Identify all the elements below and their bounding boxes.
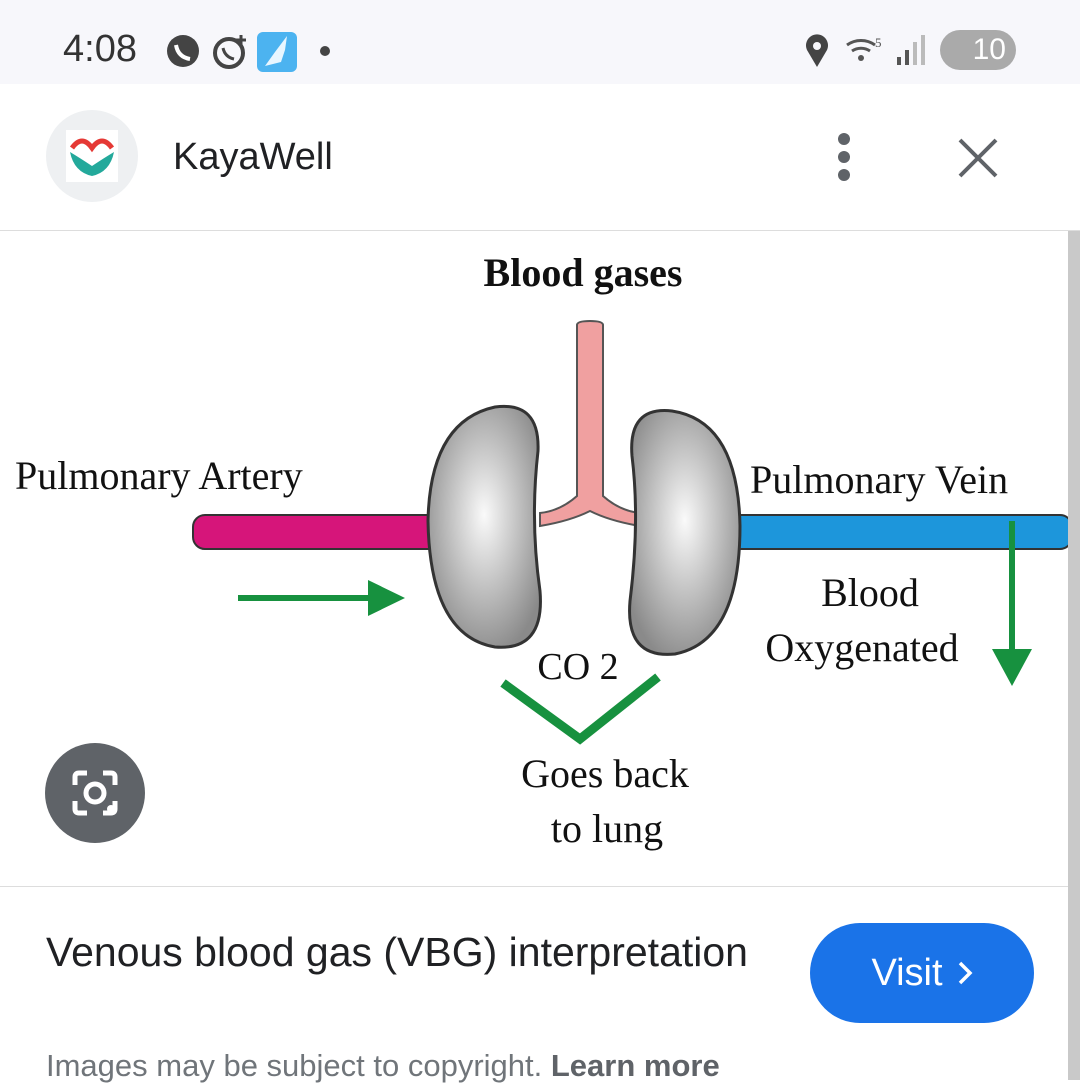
source-header: KayaWell bbox=[0, 84, 1080, 231]
pulmonary-artery-label: Pulmonary Artery bbox=[15, 453, 303, 498]
battery-level: 10 bbox=[972, 33, 1006, 66]
image-preview: Blood gases Pulmonary Artery Pulmonary V… bbox=[0, 231, 1073, 887]
more-options-icon[interactable] bbox=[828, 132, 860, 182]
site-logo[interactable] bbox=[46, 110, 138, 202]
google-lens-button[interactable] bbox=[45, 743, 145, 843]
visit-button[interactable]: Visit bbox=[810, 923, 1034, 1023]
notification-dot-icon bbox=[320, 46, 330, 56]
site-name[interactable]: KayaWell bbox=[173, 136, 333, 178]
to-lung-label: to lung bbox=[551, 806, 663, 851]
status-time: 4:08 bbox=[63, 28, 137, 70]
oxygenated-label: Oxygenated bbox=[765, 625, 958, 670]
pulmonary-vein bbox=[727, 514, 1073, 550]
pulmonary-artery bbox=[192, 514, 444, 550]
phone-app-icon bbox=[167, 35, 199, 67]
copyright-text: Images may be subject to copyright. bbox=[46, 1048, 543, 1083]
blood-label: Blood bbox=[821, 570, 919, 615]
copyright-notice: Images may be subject to copyright. Lear… bbox=[46, 1048, 720, 1084]
right-lung bbox=[628, 409, 742, 656]
trachea bbox=[539, 319, 641, 528]
blood-gases-diagram: Blood gases Pulmonary Artery Pulmonary V… bbox=[15, 250, 1073, 851]
scrollbar[interactable] bbox=[1068, 231, 1080, 1080]
lens-camera-icon bbox=[72, 770, 118, 816]
close-icon[interactable] bbox=[957, 137, 999, 179]
signal-icon bbox=[897, 35, 925, 65]
location-icon bbox=[806, 34, 828, 67]
co2-label: CO 2 bbox=[537, 646, 618, 688]
wifi-icon: 5 bbox=[846, 35, 882, 61]
visit-label: Visit bbox=[871, 951, 943, 994]
diagram-title: Blood gases bbox=[484, 250, 683, 295]
cleaner-app-icon bbox=[257, 32, 297, 72]
down-arrow-icon bbox=[992, 521, 1032, 686]
left-lung bbox=[426, 404, 542, 649]
chevron-right-icon bbox=[958, 961, 973, 985]
kayawell-logo-icon bbox=[66, 130, 118, 182]
chevron-icon bbox=[500, 673, 661, 745]
svg-text:5: 5 bbox=[875, 35, 882, 50]
pulmonary-vein-label: Pulmonary Vein bbox=[750, 457, 1008, 502]
goes-back-label: Goes back bbox=[521, 751, 689, 796]
status-bar: 4:08 5 10 bbox=[0, 0, 1080, 84]
learn-more-link[interactable]: Learn more bbox=[550, 1048, 720, 1083]
battery-indicator: 10 bbox=[940, 30, 1016, 70]
whatsapp-icon bbox=[213, 35, 246, 69]
right-arrow-icon bbox=[238, 580, 405, 616]
result-title: Venous blood gas (VBG) interpretation bbox=[46, 929, 748, 975]
